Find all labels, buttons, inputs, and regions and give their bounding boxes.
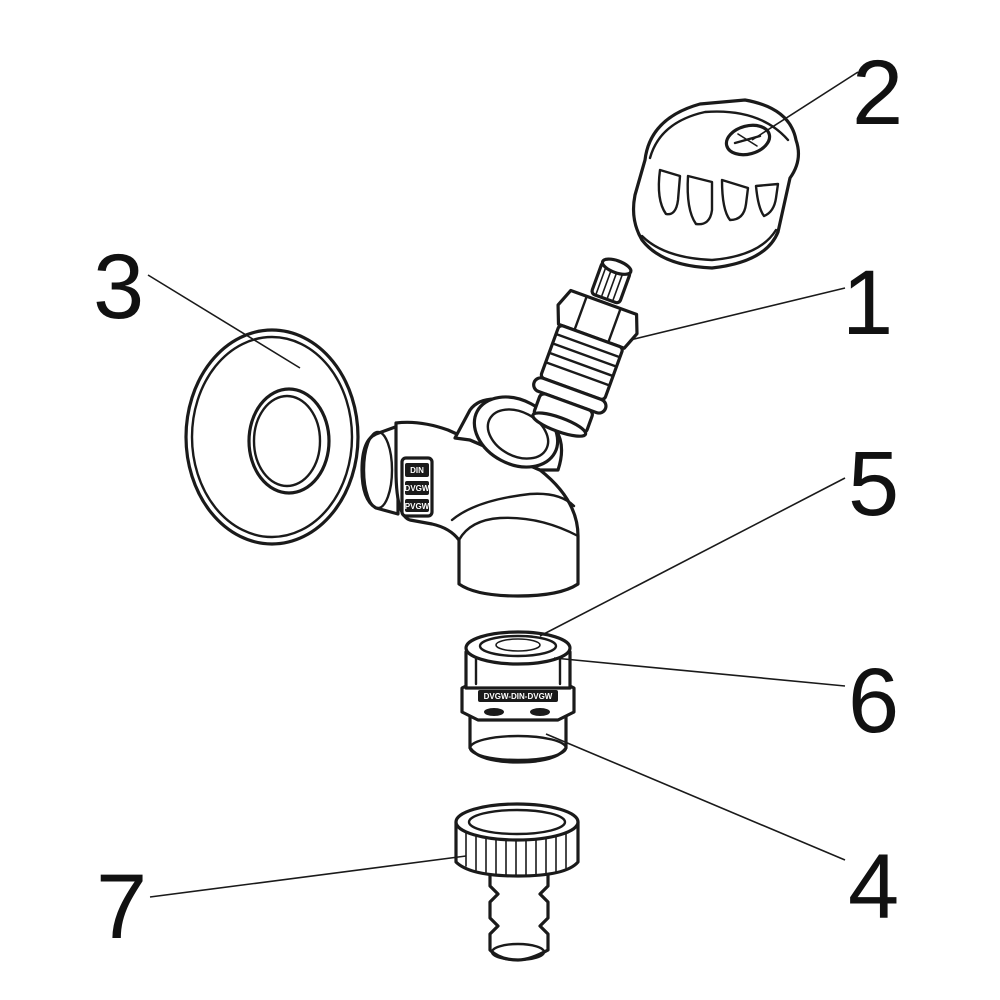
body-label-din: DIN [410, 466, 424, 475]
callout-5: 5 [848, 433, 899, 535]
body-label-pvgw: PVGW [405, 502, 430, 511]
leader-line-2 [751, 71, 859, 141]
leader-line-6 [553, 657, 846, 687]
leader-line-5 [539, 477, 846, 637]
part-2-handle [631, 98, 801, 270]
part-1-cartridge [531, 257, 639, 438]
callout-6: 6 [848, 650, 899, 752]
callout-numbers: 2 1 3 5 6 4 7 [93, 42, 903, 958]
part-4-check-valve: DVGW-DIN-DVGW [460, 630, 576, 764]
leader-line-7 [149, 855, 467, 898]
leader-line-4 [545, 733, 846, 861]
leader-line-1 [629, 287, 846, 341]
part-3-rosette [184, 328, 360, 546]
leader-lines [147, 71, 859, 898]
leader-line-3 [147, 274, 301, 369]
part-7-hose-connector [454, 802, 580, 962]
check-valve-marking: DVGW-DIN-DVGW [484, 692, 553, 701]
callout-7: 7 [96, 856, 147, 958]
callout-4: 4 [848, 836, 899, 938]
callout-1: 1 [842, 252, 893, 354]
body-label-dvgw: DVGW [405, 484, 430, 493]
callout-3: 3 [93, 236, 144, 338]
callout-2: 2 [852, 42, 903, 144]
